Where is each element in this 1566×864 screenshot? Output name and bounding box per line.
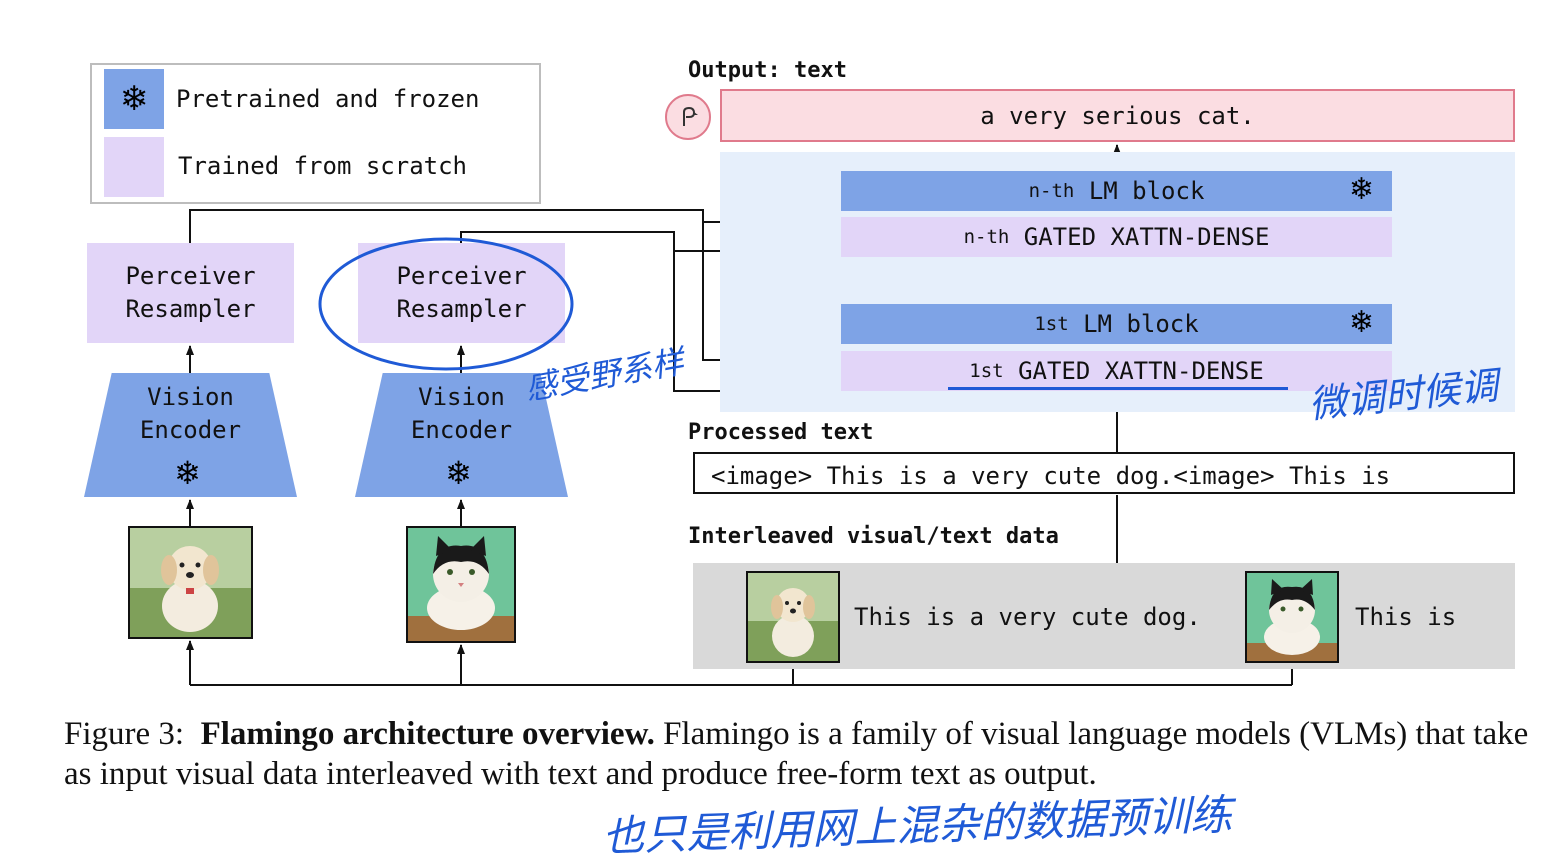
output-heading: Output: text (688, 58, 847, 83)
output-text-box: a very serious cat. (720, 89, 1515, 142)
nth-lm-prefix: n-th (1028, 180, 1075, 202)
processed-heading: Processed text (688, 420, 874, 445)
nth-xattn-prefix: n-th (963, 226, 1010, 248)
legend-box: ❄ Pretrained and frozen Trained from scr… (90, 63, 541, 204)
frozen-swatch: ❄ (104, 69, 164, 129)
perceiver-right-line1: Perceiver (396, 262, 527, 290)
nth-xattn-label: GATED XATTN-DENSE (1023, 223, 1270, 251)
hand-drawn-underline (948, 387, 1288, 390)
first-lm-prefix: 1st (1034, 313, 1069, 335)
cat-photo (406, 526, 516, 643)
perceiver-resampler-left: Perceiver Resampler (87, 243, 294, 343)
perceiver-left-line2: Resampler (125, 295, 256, 323)
snowflake-icon: ❄ (1348, 172, 1374, 207)
vision-encoder-right-line1: Vision (418, 383, 505, 411)
interleaved-text-1: This is a very cute dog. (854, 603, 1201, 631)
dog-photo (128, 526, 253, 639)
first-xattn-label: GATED XATTN-DENSE (1018, 357, 1264, 385)
vision-encoder-right-label: Vision Encoder (355, 381, 568, 447)
first-lm-label: LM block (1083, 310, 1199, 338)
cat-illustration (408, 528, 514, 641)
snowflake-icon: ❄ (119, 79, 149, 119)
legend-scratch-label: Trained from scratch (178, 152, 467, 180)
first-lm-block: 1st LM block ❄ (841, 304, 1392, 344)
perceiver-resampler-right: Perceiver Resampler (358, 243, 565, 343)
first-xattn-prefix: 1st (969, 360, 1004, 382)
vision-encoder-left-label: Vision Encoder (84, 381, 297, 447)
vision-encoder-left-line2: Encoder (139, 416, 242, 444)
processed-text-box: <image> This is a very cute dog.<image> … (693, 452, 1515, 494)
flamingo-icon (665, 94, 711, 140)
snowflake-icon: ❄ (445, 454, 472, 492)
first-gated-xattn-dense: 1st GATED XATTN-DENSE (841, 351, 1392, 391)
nth-lm-block: n-th LM block ❄ (841, 171, 1392, 211)
dog-illustration (130, 528, 251, 637)
snowflake-icon: ❄ (1348, 305, 1374, 340)
nth-gated-xattn-dense: n-th GATED XATTN-DENSE (841, 217, 1392, 257)
vision-encoder-left-line1: Vision (147, 383, 234, 411)
output-text: a very serious cat. (980, 101, 1255, 130)
caption-rest: Flamingo is a family of visual language … (64, 716, 1529, 792)
interleaved-heading: Interleaved visual/text data (688, 524, 1059, 549)
scratch-swatch (104, 137, 164, 197)
vision-encoder-right-line2: Encoder (410, 416, 513, 444)
vision-encoder-left: Vision Encoder ❄ (84, 373, 297, 497)
snowflake-icon: ❄ (174, 454, 201, 492)
hand-drawn-ellipse (318, 237, 574, 371)
legend-frozen-label: Pretrained and frozen (176, 85, 480, 113)
interleaved-text-2: This is (1355, 603, 1457, 631)
cat-thumbnail (1245, 571, 1339, 663)
caption-bold: Flamingo architecture overview. (200, 716, 655, 752)
nth-lm-label: LM block (1088, 177, 1205, 205)
vision-encoder-right: Vision Encoder ❄ (355, 373, 568, 497)
processed-text: <image> This is a very cute dog.<image> … (711, 462, 1391, 490)
figure-caption: Figure 3: Flamingo architecture overview… (64, 714, 1534, 794)
dog-thumbnail (746, 571, 840, 663)
perceiver-left-line1: Perceiver (125, 262, 256, 290)
caption-prefix: Figure 3: (64, 716, 185, 752)
perceiver-right-line2: Resampler (396, 295, 527, 323)
